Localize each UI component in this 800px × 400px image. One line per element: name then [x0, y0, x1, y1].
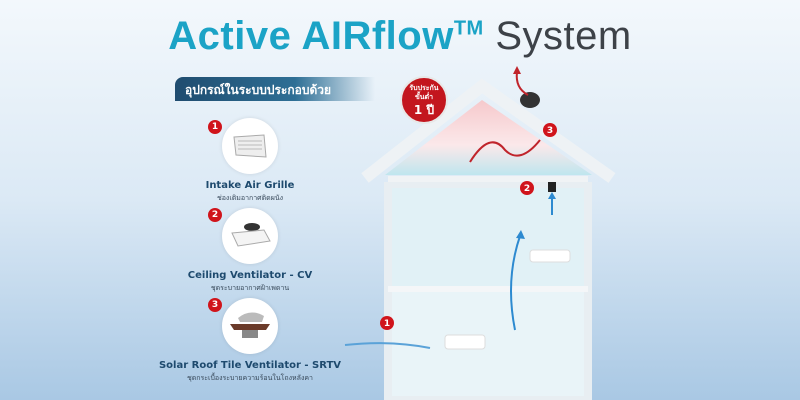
svg-text:3: 3: [547, 126, 553, 136]
svg-text:2: 2: [524, 184, 530, 194]
intake-arrow: [344, 342, 431, 349]
house-marker-1: 1: [380, 316, 394, 330]
intake-grille-image: [222, 118, 278, 174]
item-intake-air-grille: 1 Intake Air Grille ช่องเติมอากาศติดผนัง: [150, 118, 350, 204]
item-ceiling-ventilator: 2 Ceiling Ventilator - CV ชุดระบายอากาศฝ…: [187, 208, 313, 292]
page-title: Active AIRflowTM System: [168, 14, 632, 58]
warranty-badge: รับประกัน ขั้นต่ำ 1 ปี: [400, 76, 448, 124]
hot-air-arrow: [469, 139, 541, 163]
number-badge: 2: [208, 208, 222, 222]
components-banner: อุปกรณ์ในระบบประกอบด้วย: [175, 77, 375, 101]
number-badge: 3: [208, 298, 222, 312]
solar-ventilator-image: [222, 298, 278, 354]
house-marker-3: 3: [543, 123, 557, 137]
solar-ventilator-on-roof: [520, 92, 540, 108]
ceiling-ventilator-image: [222, 208, 278, 264]
roof: [361, 78, 616, 183]
number-badge: 1: [208, 120, 222, 134]
ceiling-ventilator-unit: [548, 182, 556, 192]
air-flow-arrow: [510, 235, 521, 331]
item-solar-roof-tile-ventilator: 3 Solar Roof Tile Ventilator - SRTV ชุดก…: [158, 298, 342, 382]
svg-text:1: 1: [384, 319, 390, 329]
house-marker-2: 2: [520, 181, 534, 195]
